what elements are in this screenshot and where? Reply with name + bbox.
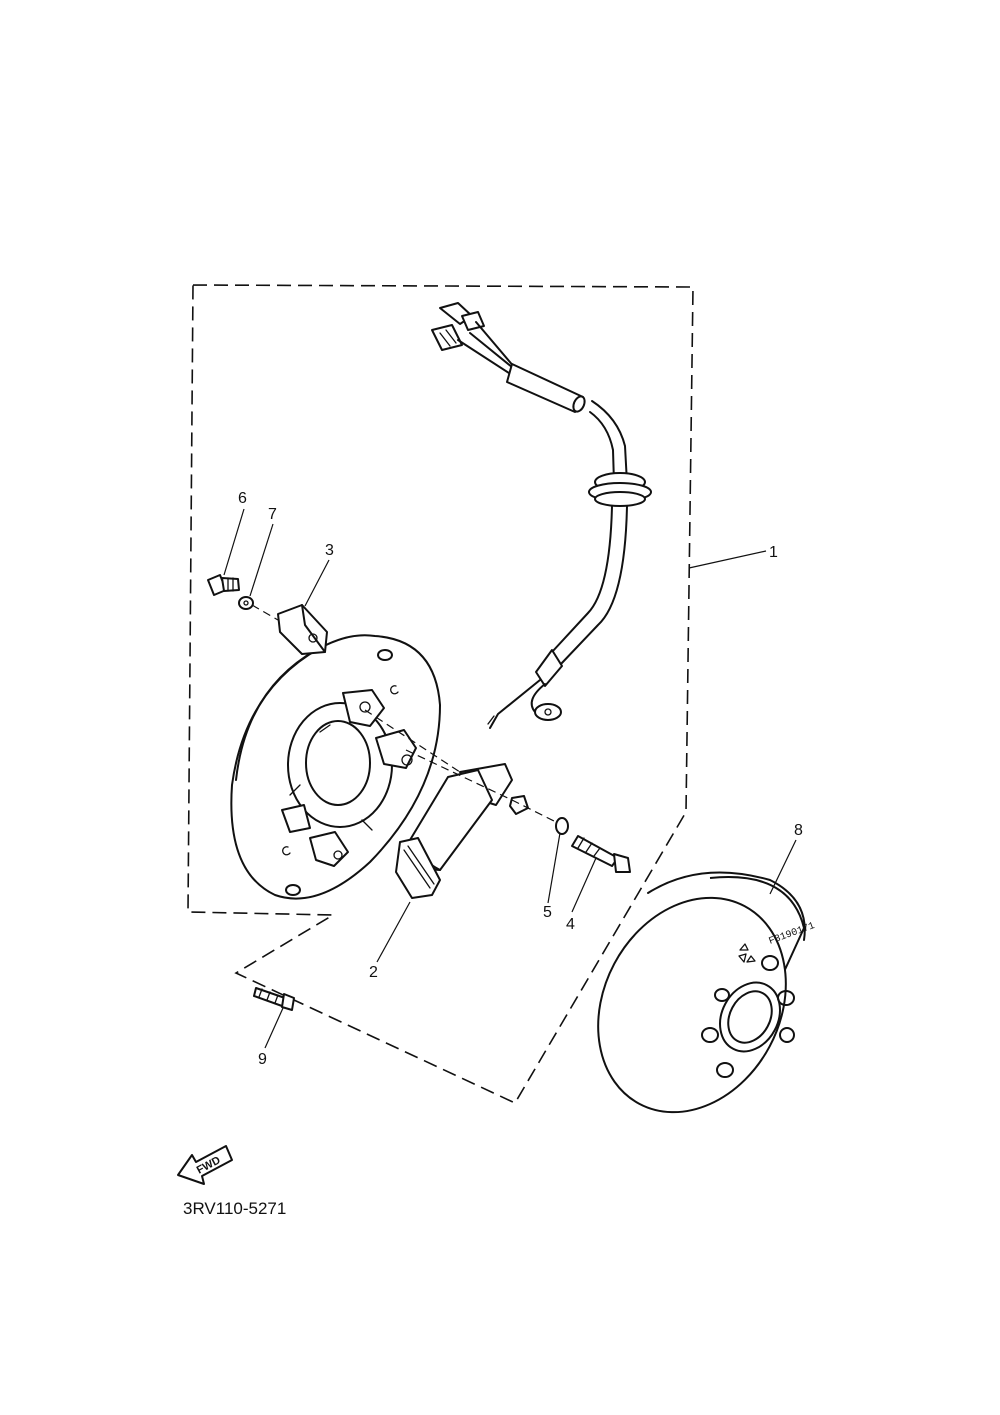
drawing-code: 3RV110-5271: [183, 1199, 286, 1218]
part-5-washer: [555, 817, 569, 835]
fwd-arrow-icon: [177, 1145, 233, 1185]
centerlines: [251, 604, 557, 823]
part-3-bracket: [277, 604, 328, 655]
small-nut: [509, 795, 529, 815]
part-7-washer: [238, 596, 254, 610]
stator-plate: [230, 634, 441, 900]
callout-4: 4: [566, 916, 575, 933]
wire-harness: [431, 302, 652, 729]
leader-lines: [223, 508, 797, 1049]
callout-8: 8: [794, 822, 803, 839]
part-4-bolt: [571, 835, 631, 873]
callout-6: 6: [238, 490, 247, 507]
part-2-coil: [395, 763, 513, 899]
callout-7: 7: [268, 506, 277, 523]
assembly-boundary-dashed: [187, 284, 694, 1105]
callout-9: 9: [258, 1051, 267, 1068]
part-9-screw: [253, 987, 295, 1011]
callout-3: 3: [325, 542, 334, 559]
part-6-screw: [207, 574, 240, 596]
part-8-rotor: [597, 871, 806, 1114]
callout-5: 5: [543, 904, 552, 921]
callout-2: 2: [369, 964, 378, 981]
callout-1: 1: [769, 544, 778, 561]
